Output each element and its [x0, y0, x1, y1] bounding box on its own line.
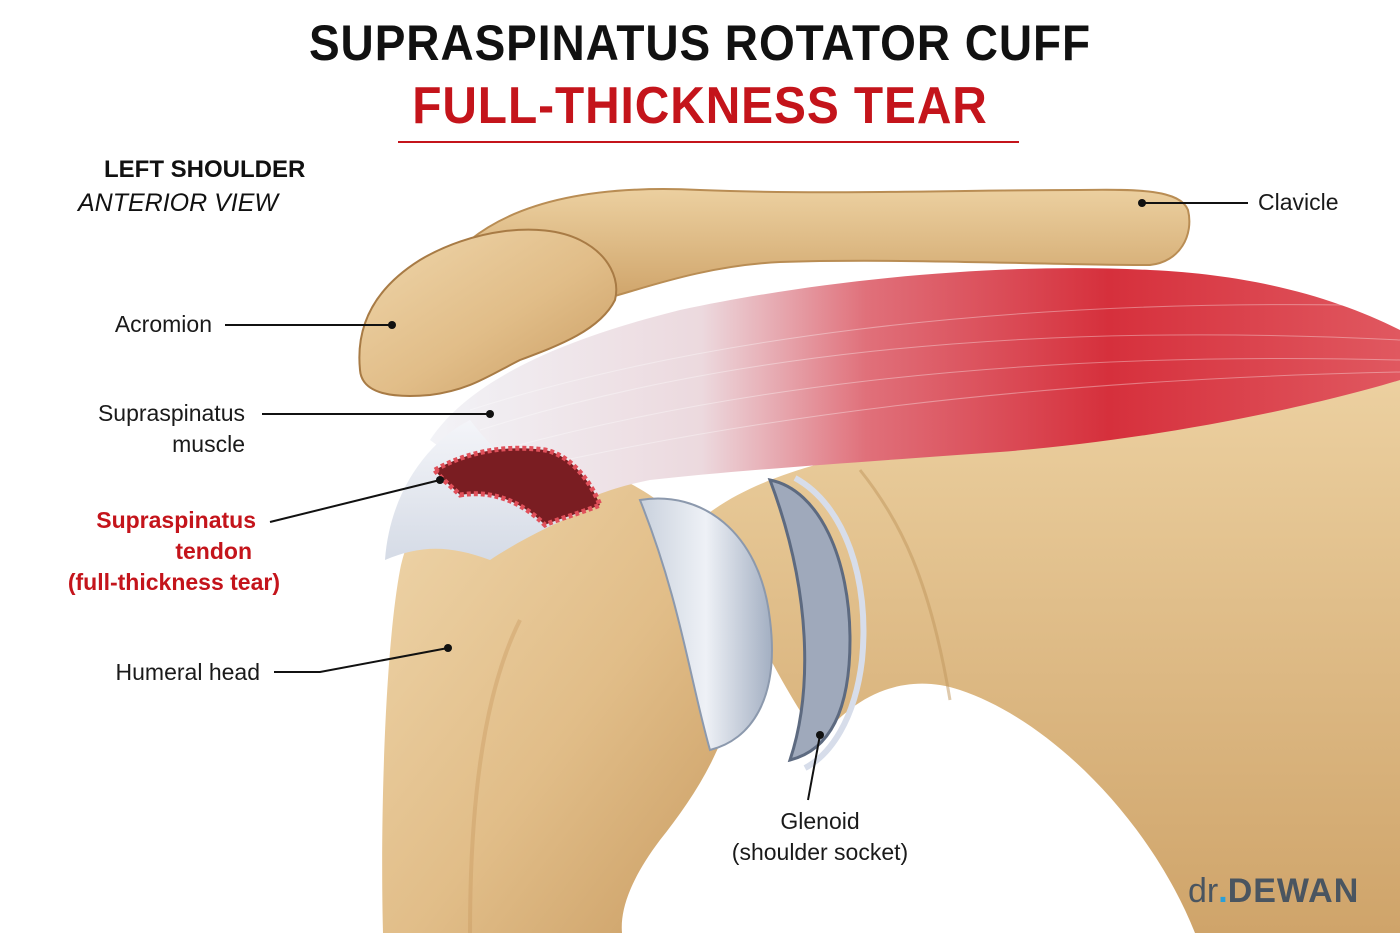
label-glenoid-line2: (shoulder socket)	[731, 839, 909, 865]
leader-glenoid	[807, 734, 821, 801]
label-supraspinatus-tendon-line1: Supraspinatus	[96, 507, 256, 533]
brand-dot: .	[1218, 872, 1228, 910]
humerus-shading	[468, 619, 522, 933]
title-line-1: SUPRASPINATUS ROTATOR CUFF	[308, 15, 1092, 71]
muscle-fibers	[469, 304, 1400, 471]
title-underline	[398, 141, 1019, 143]
label-clavicle: Clavicle	[1258, 189, 1339, 215]
brand-prefix: dr	[1188, 872, 1219, 910]
view-side-label: LEFT SHOULDER	[104, 156, 306, 183]
supraspinatus-muscle-shape	[430, 268, 1400, 520]
humeral-cartilage	[638, 497, 773, 752]
label-acromion: Acromion	[114, 311, 212, 337]
label-humeral-head: Humeral head	[115, 659, 260, 685]
scapula-ridge	[858, 469, 952, 701]
leader-supra-tendon	[269, 479, 441, 523]
scapula-shape	[700, 380, 1400, 933]
view-orientation-label: ANTERIOR VIEW	[78, 189, 279, 217]
label-glenoid-line1: Glenoid	[780, 808, 860, 834]
label-glenoid: Glenoid (shoulder socket)	[700, 806, 940, 868]
leader-lines	[225, 202, 1248, 801]
label-supraspinatus-muscle-line1: Supraspinatus	[97, 400, 245, 426]
view-caption-box	[70, 150, 370, 230]
tear-defect	[431, 445, 604, 529]
label-supraspinatus-tendon-line2: tendon	[175, 538, 252, 564]
label-supraspinatus-tendon: Supraspinatus tendon (full-thickness tea…	[40, 505, 280, 598]
title-line-2: FULL-THICKNESS TEAR	[412, 77, 988, 135]
glenoid-rim	[793, 475, 867, 771]
brand-watermark: dr.DEWAN	[1188, 872, 1359, 911]
label-supraspinatus-tendon-line3: (full-thickness tear)	[67, 569, 280, 595]
brand-name: DEWAN	[1227, 872, 1360, 910]
humerus-shape	[382, 458, 739, 933]
glenoid-labrum	[767, 477, 852, 763]
clavicle-shape	[468, 188, 1191, 302]
acromion-shape	[358, 228, 618, 397]
label-supraspinatus-muscle-line2: muscle	[172, 431, 245, 457]
label-supraspinatus-muscle: Supraspinatus muscle	[60, 398, 245, 460]
leader-dots	[388, 199, 1146, 739]
leader-humeral	[274, 647, 449, 673]
